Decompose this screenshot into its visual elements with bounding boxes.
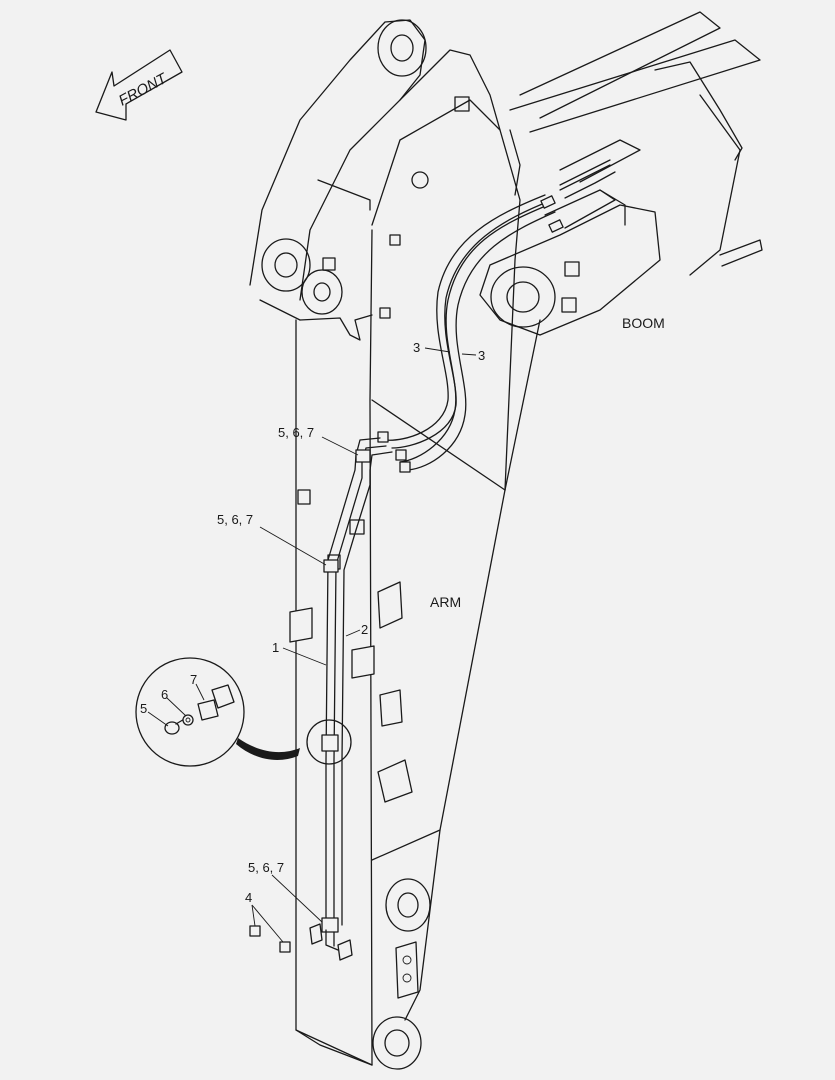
hose-assembly-3 (377, 164, 616, 473)
detail-inset (135, 657, 352, 767)
callout-hose-3b: 3 (478, 348, 485, 363)
callout-detail-6: 6 (161, 687, 168, 702)
steel-tubes-1-2 (249, 437, 393, 961)
boom-structure (479, 11, 763, 336)
callout-tube-1: 1 (272, 640, 279, 655)
leader-lines (147, 347, 477, 943)
arm-upper-bracket (249, 19, 501, 341)
callout-clamp-top: 5, 6, 7 (278, 425, 314, 440)
callout-clamp-mid: 5, 6, 7 (217, 512, 253, 527)
arm-body (289, 99, 541, 1070)
callout-detail-5: 5 (140, 701, 147, 716)
clamp-icon (197, 684, 235, 721)
washer-icon (182, 714, 194, 726)
callout-hose-3a: 3 (413, 340, 420, 355)
front-arrow-icon: FRONT (95, 49, 183, 121)
callout-clamp-bottom: 5, 6, 7 (248, 860, 284, 875)
arm-label: ARM (430, 594, 461, 610)
callout-tube-2: 2 (361, 622, 368, 637)
callout-plug-4: 4 (245, 890, 252, 905)
boom-label: BOOM (622, 315, 665, 331)
callout-detail-7: 7 (190, 672, 197, 687)
